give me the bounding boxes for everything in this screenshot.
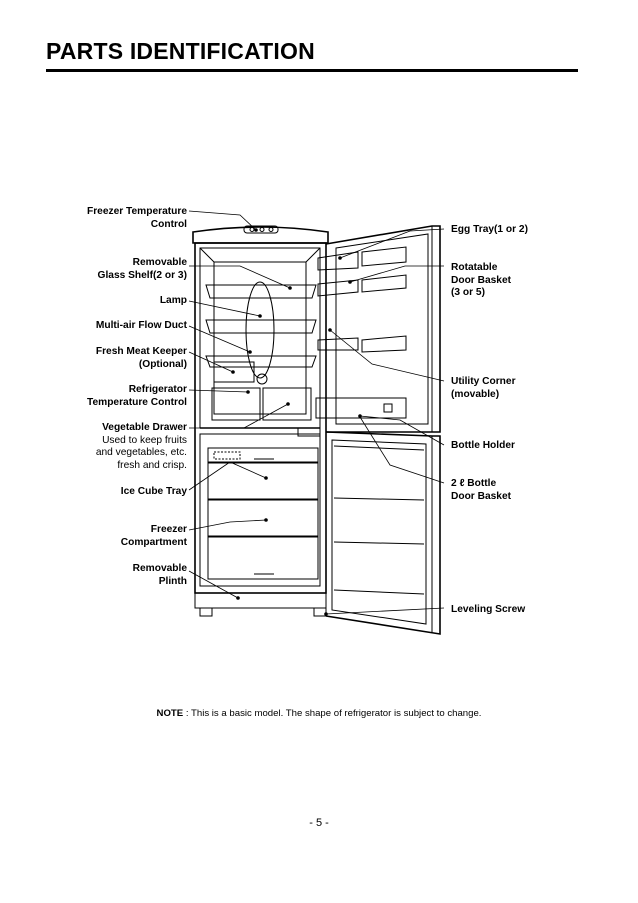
label-ice-cube-tray: Ice Cube Tray [120, 486, 187, 497]
label-fresh-meat-keeper: Fresh Meat Keeper(Optional) [95, 346, 187, 370]
note-label: NOTE [156, 708, 184, 719]
title-rule [46, 69, 578, 72]
label-utility-corner: Utility Corner(movable) [451, 376, 516, 400]
label-multi-air-flow-duct: Multi-air Flow Duct [95, 320, 187, 331]
label-vegetable-drawer: Vegetable Drawer Used to keep fruits and… [95, 422, 187, 471]
label-lamp: Lamp [159, 295, 187, 306]
label-bottle-holder: Bottle Holder [451, 440, 515, 451]
label-egg-tray: Egg Tray(1 or 2) [451, 224, 528, 235]
label-leveling-screw: Leveling Screw [451, 604, 526, 615]
note-text: : This is a basic model. The shape of re… [183, 708, 482, 719]
note: NOTE : This is a basic model. The shape … [0, 708, 638, 719]
page-title: PARTS IDENTIFICATION [46, 38, 315, 64]
page-number: - 5 - [309, 817, 329, 829]
